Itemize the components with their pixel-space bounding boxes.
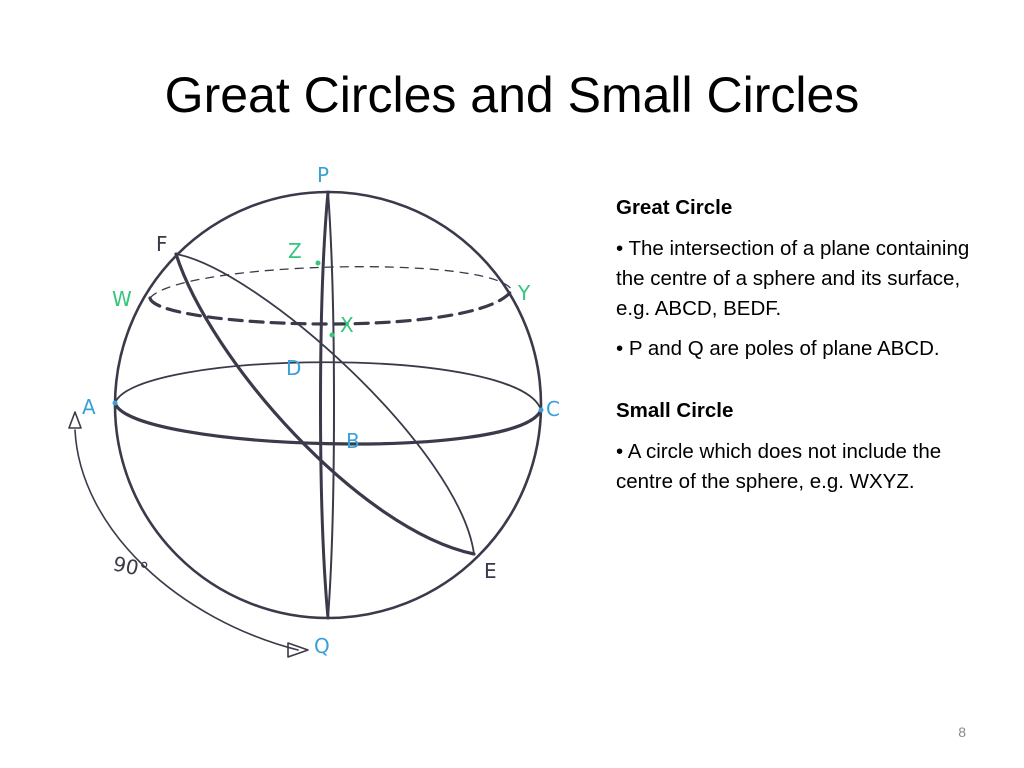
label-angle: 90° <box>111 551 151 582</box>
small-circle-heading: Small Circle <box>616 399 734 422</box>
angle-arc <box>74 429 299 651</box>
great-circle-heading: Great Circle <box>616 196 733 219</box>
point-z-dot <box>315 260 321 266</box>
great-circle-pq-inner <box>327 191 335 619</box>
great-circle-bedf-front <box>174 252 476 556</box>
label-e: E <box>484 559 497 583</box>
section-spacer <box>616 374 986 396</box>
small-circle-back <box>149 266 513 299</box>
label-b: B <box>346 429 360 453</box>
small-circle-front <box>148 288 514 326</box>
sphere-diagram-svg: P Q A C B D E F W X Y Z 90° <box>68 163 560 658</box>
label-d: D <box>286 356 301 380</box>
point-c-dot <box>538 407 544 413</box>
point-x-dot <box>329 332 335 338</box>
great-circle-abcd-back <box>114 361 542 411</box>
angle-arrow-right <box>287 642 309 658</box>
label-c: C <box>546 397 560 421</box>
label-a: A <box>82 395 96 419</box>
definitions: Great Circle • The intersection of a pla… <box>616 193 986 507</box>
label-f: F <box>156 232 168 256</box>
sphere-outline <box>113 190 543 620</box>
great-circle-pq <box>319 190 330 620</box>
great-circle-bullet: • The intersection of a plane containing… <box>616 237 970 320</box>
sphere-diagram: P Q A C B D E F W X Y Z 90° <box>60 150 580 670</box>
angle-arrow-up <box>68 411 82 429</box>
label-w: W <box>112 287 132 311</box>
small-circle-bullet: • A circle which does not include the ce… <box>616 440 942 493</box>
great-circle-bullet: • P and Q are poles of plane ABCD. <box>616 337 940 360</box>
label-x: X <box>340 313 354 337</box>
point-a-dot <box>112 400 118 406</box>
great-circle-bedf-back <box>175 253 475 555</box>
page-number: 8 <box>958 724 966 740</box>
label-p: P <box>317 163 329 187</box>
great-circle-abcd-front <box>113 401 543 446</box>
label-y: Y <box>517 281 531 305</box>
label-q: Q <box>314 634 330 658</box>
slide-title: Great Circles and Small Circles <box>164 67 860 123</box>
label-z: Z <box>288 239 302 263</box>
